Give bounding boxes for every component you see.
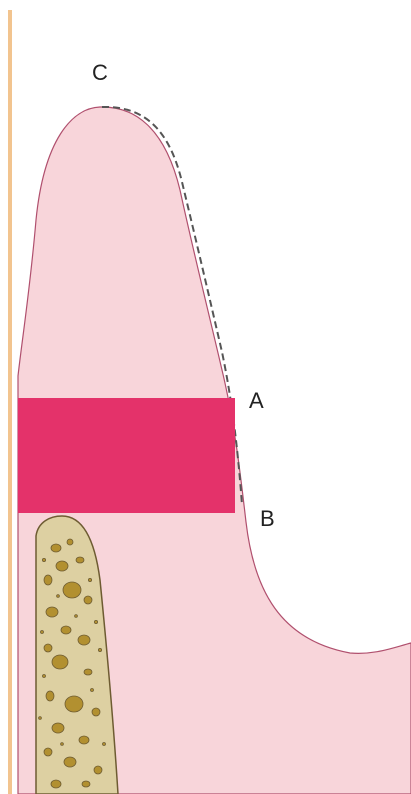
label-a: A: [249, 388, 264, 413]
label-c: C: [92, 60, 108, 85]
label-b: B: [260, 506, 275, 531]
attachment-band: [18, 398, 235, 513]
tooth-surface-line: [8, 10, 12, 794]
